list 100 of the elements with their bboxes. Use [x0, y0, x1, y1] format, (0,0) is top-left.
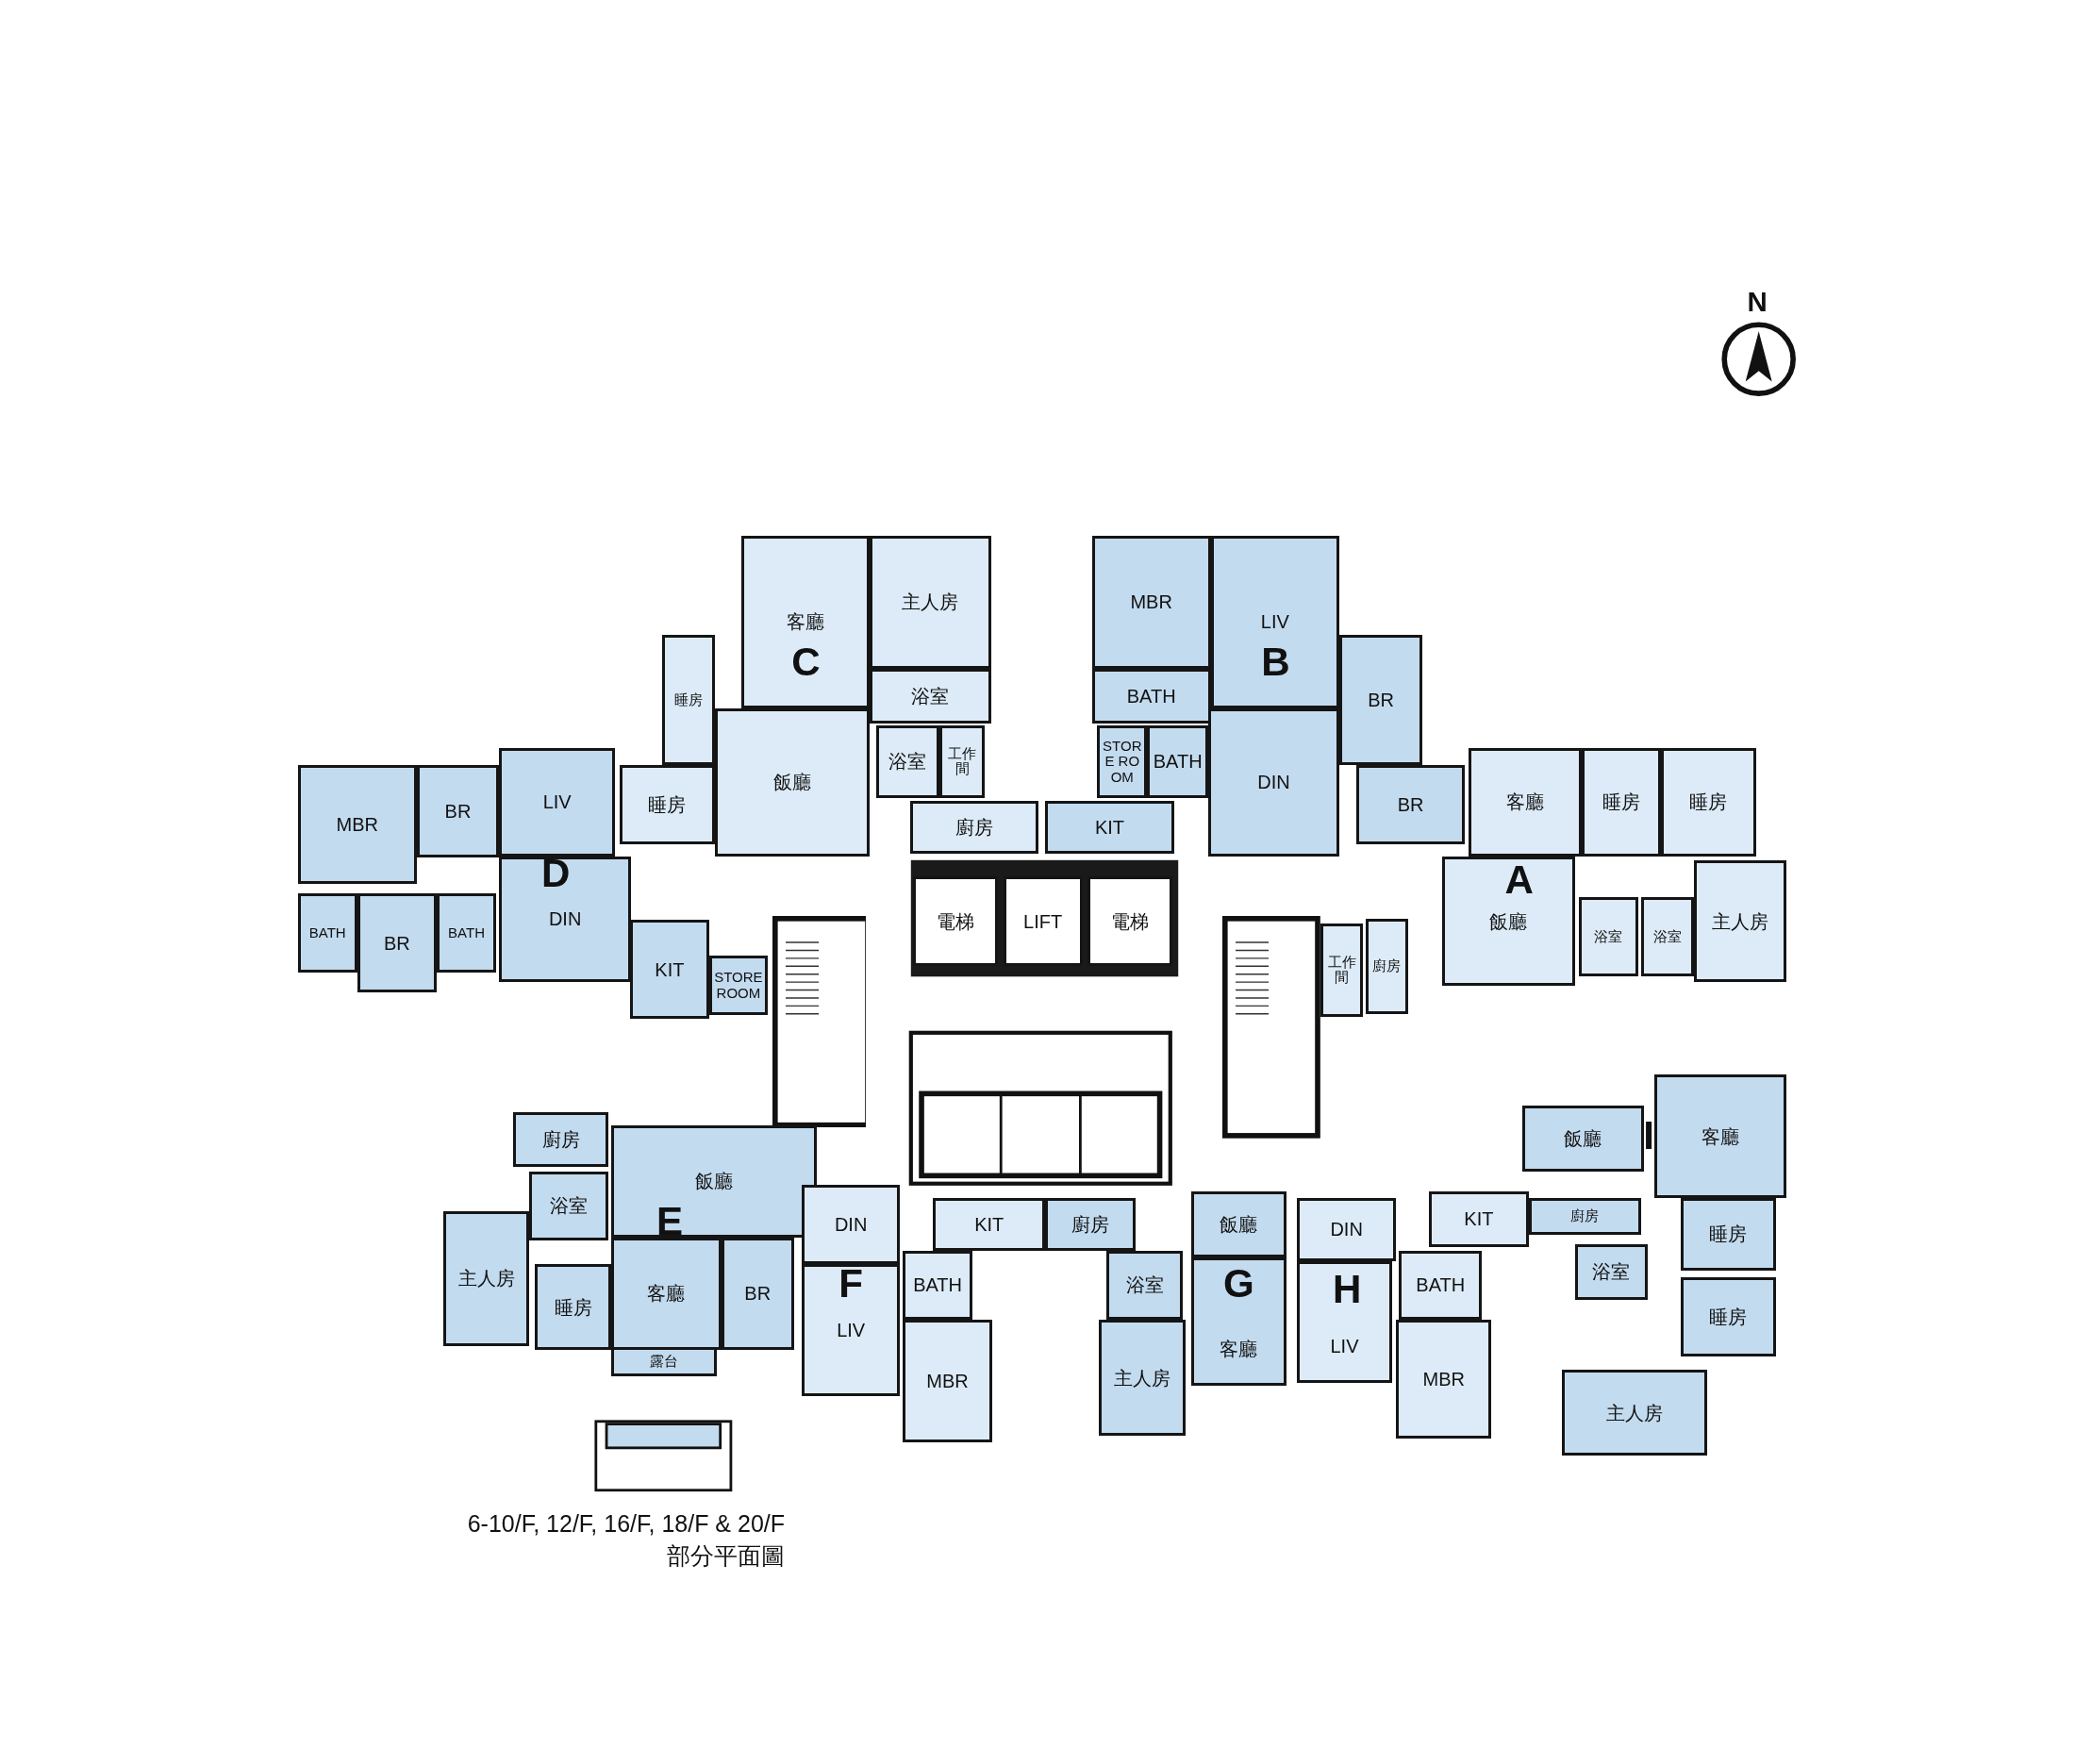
- room-label: 主人房: [457, 1268, 515, 1290]
- room: [740, 536, 870, 708]
- room-label: DIN: [548, 908, 582, 930]
- room: [1680, 1197, 1776, 1271]
- room: [1365, 918, 1408, 1014]
- room-label: 浴室: [888, 751, 927, 773]
- unit-letter: A: [1504, 857, 1534, 904]
- room-label: KIT: [1464, 1208, 1494, 1230]
- room-label: 睡房: [1709, 1306, 1748, 1328]
- room-label: MBR: [1130, 591, 1172, 613]
- room: [902, 1319, 993, 1443]
- room: [357, 893, 437, 993]
- unit-letter: E: [656, 1199, 683, 1244]
- room-label: LIV: [542, 791, 572, 813]
- room-label: 飯廳: [772, 772, 811, 793]
- room-label: BR: [1368, 690, 1394, 711]
- room: [1147, 724, 1208, 799]
- room-label: 廚房: [955, 816, 994, 838]
- room-label: LIV: [1260, 611, 1289, 633]
- room-label: 客廳: [786, 611, 824, 633]
- room: [1396, 1319, 1492, 1439]
- room-label: 主人房: [1605, 1402, 1663, 1423]
- room: [629, 920, 709, 1020]
- room: [1660, 747, 1756, 857]
- north-label: N: [1747, 285, 1768, 318]
- room: [1190, 1190, 1286, 1257]
- room-label: BATH: [1153, 751, 1203, 773]
- room: [1098, 1319, 1187, 1437]
- room-label: 飯廳: [1489, 910, 1528, 932]
- room-label: BR: [1397, 794, 1424, 816]
- room-label: STORE ROOM: [1102, 738, 1142, 786]
- room: [619, 764, 715, 845]
- room: [1578, 897, 1638, 977]
- lift-box: [913, 875, 998, 967]
- room: [910, 800, 1039, 854]
- room-label: 睡房: [1689, 791, 1728, 813]
- room: [611, 1347, 718, 1377]
- room-label: BATH: [1416, 1274, 1466, 1296]
- room-label: 浴室: [1125, 1274, 1164, 1296]
- unit-letter: D: [541, 851, 571, 896]
- room-label: 睡房: [1709, 1223, 1748, 1245]
- room: [611, 1124, 817, 1238]
- room-label: KIT: [1094, 816, 1124, 838]
- room-label: 露台: [650, 1354, 679, 1370]
- room: [1581, 747, 1661, 857]
- room: [1653, 1074, 1787, 1198]
- room-label: DIN: [1257, 772, 1290, 793]
- room: [1338, 635, 1423, 765]
- room: [902, 1250, 973, 1320]
- room-label: BATH: [308, 924, 346, 941]
- room: [1210, 536, 1339, 708]
- room: [1561, 1370, 1707, 1456]
- room: [513, 1111, 609, 1168]
- room: [1097, 724, 1148, 799]
- room-label: DIN: [1330, 1219, 1363, 1240]
- room-label: 客廳: [1506, 791, 1544, 813]
- room: [1320, 924, 1364, 1017]
- room: [1429, 1190, 1529, 1247]
- room: [802, 1184, 901, 1264]
- room: [1469, 747, 1582, 857]
- room: [1190, 1256, 1286, 1386]
- room-label: 睡房: [673, 691, 703, 708]
- room-label: LIFT: [1023, 910, 1063, 932]
- room-label: 客廳: [1701, 1125, 1739, 1147]
- room: [714, 707, 870, 857]
- room-label: 廚房: [1071, 1213, 1110, 1235]
- lift-box: [1003, 875, 1083, 967]
- room-label: BR: [744, 1283, 772, 1305]
- room-label: 客廳: [647, 1283, 686, 1305]
- room-label: MBR: [336, 814, 379, 836]
- room-label: 飯廳: [1564, 1127, 1602, 1149]
- room: [721, 1237, 794, 1351]
- room-label: 客廳: [1220, 1338, 1258, 1359]
- room-label: KIT: [974, 1213, 1004, 1235]
- room: [1574, 1243, 1648, 1300]
- room: [1680, 1276, 1776, 1357]
- room: [1297, 1197, 1397, 1262]
- room-label: 浴室: [1592, 1261, 1631, 1283]
- room: [1208, 707, 1339, 857]
- room: [1693, 860, 1787, 983]
- room-label: 主人房: [1113, 1367, 1170, 1389]
- room-label: KIT: [655, 958, 685, 980]
- lift-box: [1087, 875, 1173, 967]
- room: [1045, 1197, 1136, 1251]
- room: [611, 1237, 722, 1351]
- room-label: 飯廳: [694, 1171, 733, 1192]
- room: [1091, 668, 1211, 724]
- unit-letter: I: [1643, 1112, 1655, 1158]
- unit-letter: F: [838, 1260, 863, 1306]
- room-label: STORE ROOM: [713, 970, 764, 1002]
- room-label: DIN: [834, 1213, 868, 1235]
- room: [1442, 856, 1575, 987]
- room-label: 工作間: [947, 745, 977, 777]
- room-label: 廚房: [1570, 1208, 1600, 1224]
- room: [498, 856, 632, 983]
- room: [1521, 1105, 1644, 1172]
- room: [297, 893, 357, 974]
- room-label: 廚房: [541, 1129, 580, 1150]
- room-label: 廚房: [1371, 957, 1403, 974]
- room-label: 睡房: [554, 1296, 592, 1318]
